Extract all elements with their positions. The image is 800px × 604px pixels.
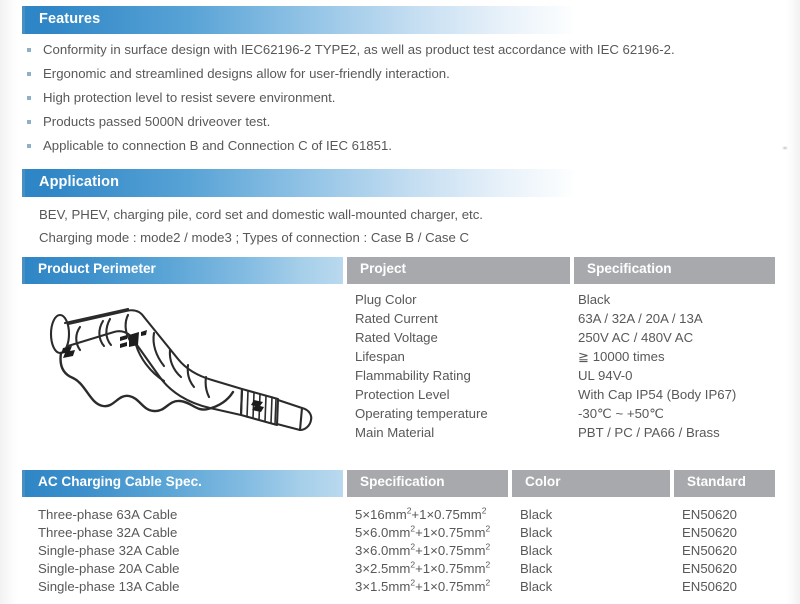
table-cell-cable-specification: 3×2.5mm2+1×0.75mm2: [355, 559, 491, 576]
column-header-product-perimeter: Product Perimeter: [25, 257, 343, 284]
application-text-block: BEV, PHEV, charging pile, cord set and d…: [25, 203, 765, 249]
application-title: Application: [39, 174, 120, 190]
table-cell-project: Main Material: [355, 425, 435, 440]
table-cell-cable-color: Black: [520, 579, 553, 594]
table-cell-cable-name: Single-phase 13A Cable: [38, 579, 180, 594]
bullet-icon: [27, 120, 31, 124]
column-header-cable-standard: Standard: [672, 470, 775, 497]
table-cell-project: Operating temperature: [355, 406, 488, 421]
application-line: BEV, PHEV, charging pile, cord set and d…: [39, 207, 483, 222]
column-header-specification: Specification: [572, 257, 775, 284]
table-cell-cable-standard: EN50620: [682, 579, 737, 594]
column-header-cable-color: Color: [510, 470, 670, 497]
page-artifact-speck: [782, 146, 788, 150]
table-cell-cable-specification: 5×16mm2+1×0.75mm2: [355, 505, 487, 522]
column-header-project: Project: [345, 257, 570, 284]
table-cell-specification: PBT / PC / PA66 / Brass: [578, 425, 720, 440]
table-cell-cable-name: Three-phase 32A Cable: [38, 525, 178, 540]
table-cell-cable-specification: 3×1.5mm2+1×0.75mm2: [355, 577, 491, 594]
table-cell-cable-color: Black: [520, 525, 553, 540]
column-header-cable-spec: AC Charging Cable Spec.: [25, 470, 343, 497]
cable-table-header-row: AC Charging Cable Spec. Specification Co…: [22, 470, 775, 497]
table-cell-specification: UL 94V-0: [578, 368, 633, 383]
table-cell-specification: With Cap IP54 (Body IP67): [578, 387, 737, 402]
list-item: High protection level to resist severe e…: [25, 86, 765, 110]
table-cell-project: Plug Color: [355, 292, 417, 307]
table-cell-cable-name: Single-phase 20A Cable: [38, 561, 180, 576]
product-table-body: Plug Color Rated Current Rated Voltage L…: [25, 291, 775, 446]
table-cell-specification: 250V AC / 480V AC: [578, 330, 694, 345]
list-item: Applicable to connection B and Connectio…: [25, 134, 765, 158]
features-banner: Features: [22, 6, 573, 34]
table-cell-cable-specification: 5×6.0mm2+1×0.75mm2: [355, 523, 491, 540]
table-cell-cable-name: Three-phase 63A Cable: [38, 507, 178, 522]
list-item-text: Applicable to connection B and Connectio…: [43, 138, 392, 153]
application-line: Charging mode : mode2 / mode3 ; Types of…: [39, 230, 470, 245]
table-cell-cable-standard: EN50620: [682, 543, 737, 558]
list-item-text: Ergonomic and streamlined designs allow …: [43, 66, 450, 81]
list-item-text: Conformity in surface design with IEC621…: [43, 42, 675, 57]
list-item-text: Products passed 5000N driveover test.: [43, 114, 271, 129]
table-cell-project: Rated Current: [355, 311, 438, 326]
product-table-header-row: Product Perimeter Project Specification: [22, 257, 775, 284]
column-header-cable-specification: Specification: [345, 470, 508, 497]
list-item: Conformity in surface design with IEC621…: [25, 38, 765, 62]
table-cell-cable-standard: EN50620: [682, 507, 737, 522]
table-cell-cable-color: Black: [520, 507, 553, 522]
bullet-icon: [27, 48, 31, 52]
table-cell-specification: Black: [578, 292, 611, 307]
bullet-icon: [27, 144, 31, 148]
bullet-icon: [27, 96, 31, 100]
page-right-margin: [786, 0, 800, 604]
list-item-text: High protection level to resist severe e…: [43, 90, 336, 105]
bullet-icon: [27, 72, 31, 76]
features-bullet-list: Conformity in surface design with IEC621…: [25, 38, 765, 158]
table-cell-project: Flammability Rating: [355, 368, 471, 383]
ev-charging-connector-image: [28, 296, 338, 446]
table-cell-specification: -30℃ ~ +50℃: [578, 406, 665, 421]
table-cell-specification: 63A / 32A / 20A / 13A: [578, 311, 703, 326]
table-cell-cable-color: Black: [520, 543, 553, 558]
table-cell-project: Lifespan: [355, 349, 405, 364]
table-cell-cable-specification: 3×6.0mm2+1×0.75mm2: [355, 541, 491, 558]
table-cell-project: Protection Level: [355, 387, 450, 402]
table-cell-project: Rated Voltage: [355, 330, 438, 345]
table-cell-cable-standard: EN50620: [682, 561, 737, 576]
features-title: Features: [39, 11, 101, 27]
table-cell-cable-color: Black: [520, 561, 553, 576]
cable-table-body: Three-phase 63A Cable Three-phase 32A Ca…: [25, 506, 775, 601]
table-cell-cable-standard: EN50620: [682, 525, 737, 540]
list-item: Products passed 5000N driveover test.: [25, 110, 765, 134]
list-item: Ergonomic and streamlined designs allow …: [25, 62, 765, 86]
table-cell-cable-name: Single-phase 32A Cable: [38, 543, 180, 558]
table-cell-specification: ≧ 10000 times: [578, 349, 665, 364]
page-left-margin: [0, 0, 18, 604]
application-banner: Application: [22, 169, 573, 197]
